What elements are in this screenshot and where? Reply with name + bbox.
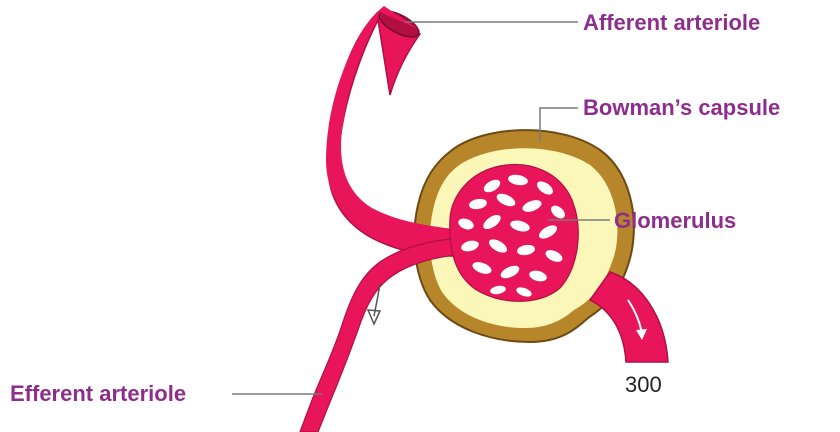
afferent-arteriole-label: Afferent arteriole: [583, 10, 760, 35]
glomerulus-tuft: [450, 164, 578, 301]
glomerulus-label: Glomerulus: [614, 208, 736, 233]
bowman-capsule-label: Bowman’s capsule: [583, 95, 780, 120]
efferent-arteriole-label: Efferent arteriole: [10, 381, 186, 406]
proximal-tubule: [590, 272, 668, 362]
efferent-arrowhead-icon: [368, 310, 380, 324]
figure-number: 300: [625, 372, 662, 397]
